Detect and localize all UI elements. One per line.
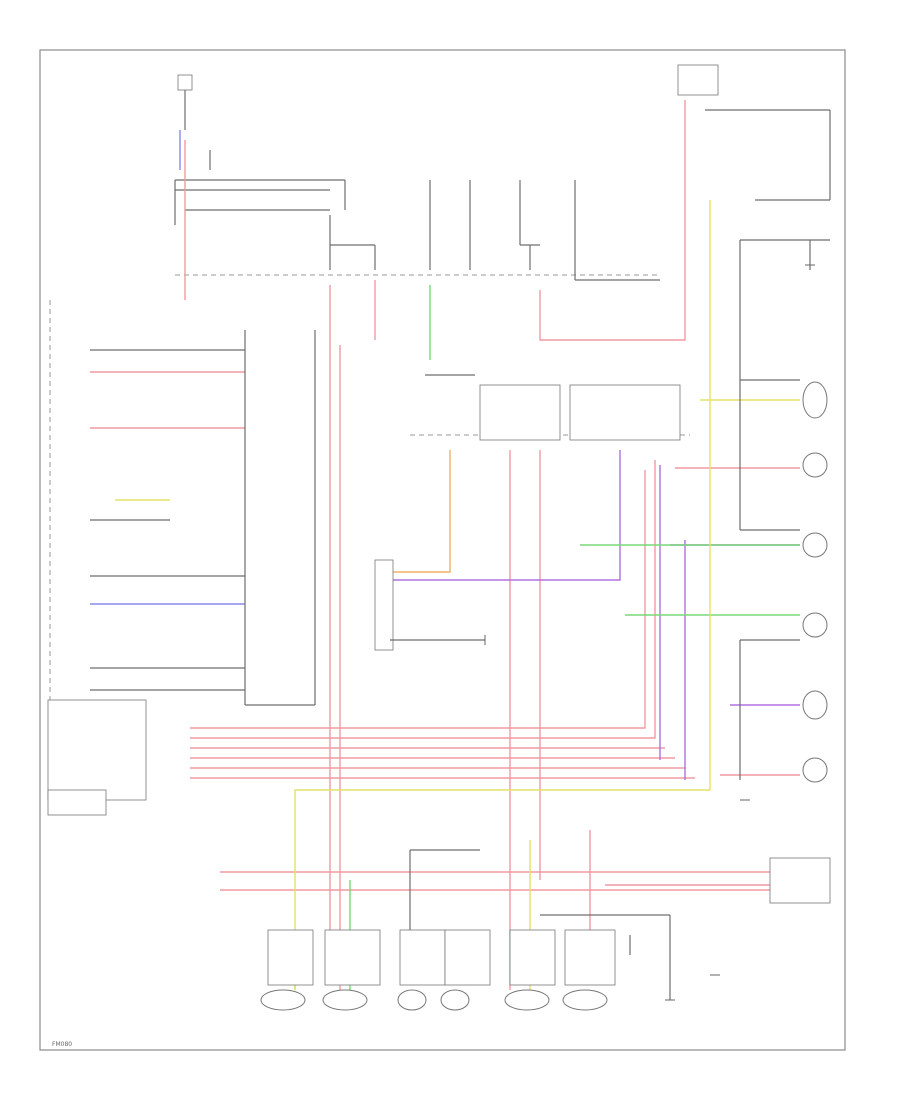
lamp-icon <box>440 989 470 1011</box>
colored-wire-layer <box>90 100 800 990</box>
bottom-lamps <box>260 849 671 1011</box>
ground-symbols <box>484 264 815 1001</box>
wire-violet <box>390 450 621 581</box>
right-lamps <box>739 275 831 904</box>
lamp-icon <box>322 989 368 1011</box>
left-modules <box>47 300 316 816</box>
lamp-icon <box>562 989 608 1011</box>
lamp-icon <box>802 757 828 783</box>
wire-red <box>190 470 646 729</box>
wire-orange <box>380 450 451 573</box>
lamp-icon <box>802 381 828 419</box>
lamp-icon <box>397 989 427 1011</box>
lamp-icon <box>260 989 306 1011</box>
wire-red <box>190 460 656 739</box>
centre-switch-assembly <box>374 374 690 651</box>
top-fuse-block <box>174 74 660 281</box>
wire-yellow <box>294 200 711 990</box>
lamp-icon <box>802 612 828 638</box>
footer-code: FM080 <box>52 1041 72 1048</box>
lamp-icon <box>802 532 828 558</box>
top-right-relay <box>677 64 831 275</box>
lamp-icon <box>504 989 550 1011</box>
lamp-icon <box>802 690 828 720</box>
lamp-icon <box>802 452 828 478</box>
wire-red <box>539 100 686 341</box>
diagram-border <box>39 49 846 1051</box>
